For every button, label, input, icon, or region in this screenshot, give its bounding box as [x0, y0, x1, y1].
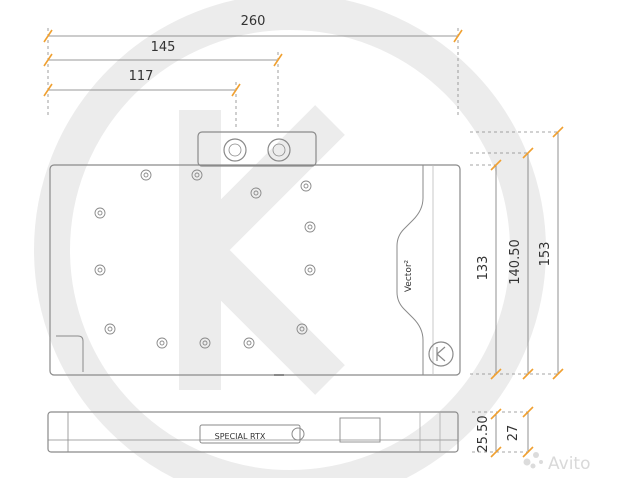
corner-notch: [56, 335, 84, 372]
top-dimensions: 260 145 117: [43, 14, 463, 130]
dim-inlet-offset: 117: [129, 69, 154, 84]
avito-logo-text: Avito: [548, 454, 590, 474]
side-dimensions: 133 140.50 153: [470, 126, 564, 380]
side-badge-icon: [291, 427, 305, 441]
dim-height-overall: 153: [538, 242, 553, 267]
ek-badge-icon: [428, 341, 454, 367]
outlet-port: [267, 138, 291, 162]
dim-height-block: 140.50: [508, 239, 523, 285]
side-plate-label: SPECIAL RTX: [215, 432, 266, 441]
dim-width-overall: 260: [241, 14, 266, 29]
side-dim-ticks: [490, 126, 564, 380]
inlet-port: [223, 138, 247, 162]
acrylic-edge-curve: [396, 165, 424, 375]
water-block-top-view: [49, 131, 461, 376]
side-plate: [199, 424, 301, 444]
thickness-dimensions: 25.50 27: [472, 406, 534, 458]
side-view-outline: [47, 411, 459, 453]
terminal-side: [339, 417, 381, 443]
ek-watermark-logo: [34, 0, 546, 482]
top-dim-ticks: [43, 29, 463, 97]
dim-thickness-block: 25.50: [476, 415, 491, 452]
water-block-side-view: [47, 411, 459, 453]
dim-thickness-overall: 27: [506, 425, 521, 442]
avito-watermark: Avito: [523, 452, 590, 474]
dim-port-offset: 145: [151, 40, 176, 55]
block-outline: [49, 164, 461, 376]
model-label: Vector²: [404, 259, 414, 292]
mounting-screws: [94, 169, 316, 349]
terminal-block: [197, 131, 317, 167]
dim-height-pcb: 133: [476, 256, 491, 281]
